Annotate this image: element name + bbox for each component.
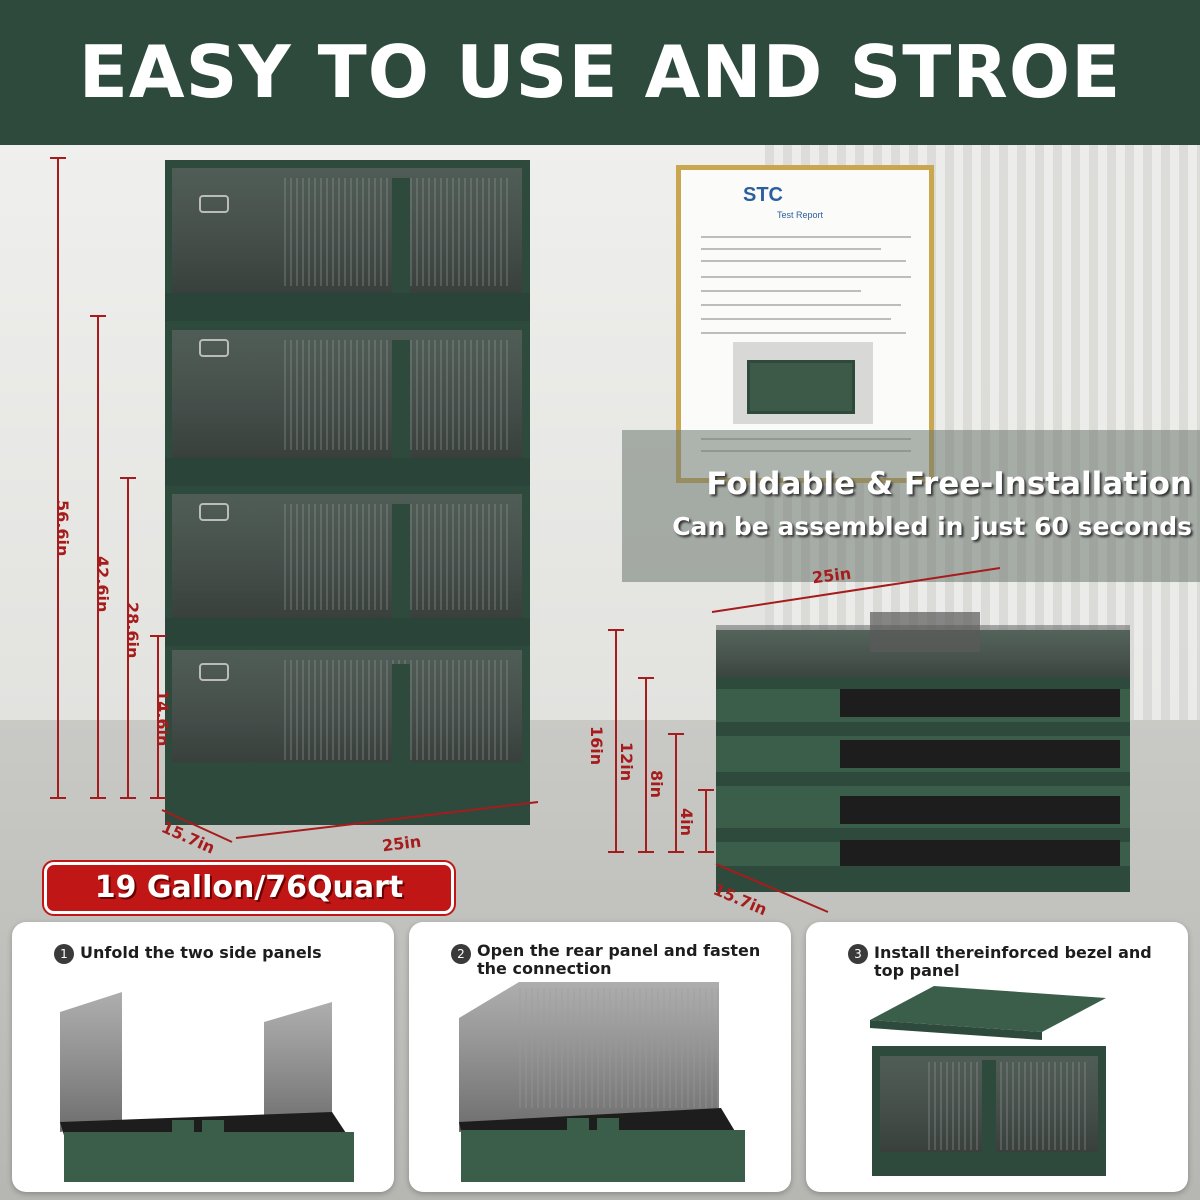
- folded-dimension-lines: [608, 567, 1001, 913]
- step-2-number: 2: [451, 944, 471, 964]
- folded-boxes: [716, 612, 1130, 892]
- step-3-illustration: [870, 986, 1106, 1176]
- step-2-text: Open the rear panel and fasten the conne…: [477, 941, 761, 978]
- folded-height-1-label: 4in: [677, 808, 696, 837]
- folded-height-4-label: 16in: [587, 726, 606, 766]
- capacity-label: 19 Gallon/76Quart: [94, 870, 404, 905]
- step-2-illustration: [459, 982, 745, 1182]
- stack-height-1-label: 14.6in: [153, 690, 172, 747]
- feature-overlay: [622, 430, 1200, 582]
- step-1-illustration: [60, 992, 354, 1182]
- test-report-title: Test Report: [777, 210, 824, 220]
- stc-logo: STC: [743, 184, 783, 206]
- stack-height-2-label: 28.6in: [123, 602, 142, 659]
- folded-height-3-label: 12in: [617, 742, 636, 782]
- stack-height-4-label: 56.6in: [53, 500, 72, 557]
- capacity-badge: 19 Gallon/76Quart: [44, 862, 454, 914]
- feature-subtitle: Can be assembled in just 60 seconds: [672, 512, 1192, 541]
- folded-height-2-label: 8in: [647, 770, 666, 799]
- header-banner: EASY TO USE AND STROE: [0, 0, 1200, 145]
- box-tier-1: [172, 650, 522, 764]
- step-1-text: Unfold the two side panels: [80, 943, 322, 962]
- box-tier-3: [172, 330, 522, 460]
- step-1-number: 1: [54, 944, 74, 964]
- step-3-number: 3: [848, 944, 868, 964]
- stacked-boxes: [165, 160, 530, 825]
- step-card-1: 1 Unfold the two side panels: [12, 922, 394, 1192]
- step-card-2: 2 Open the rear panel and fasten the con…: [409, 922, 791, 1192]
- stack-height-3-label: 42.6in: [93, 556, 112, 613]
- stack-dimension-lines: [50, 157, 539, 843]
- step-card-3: 3 Install thereinforced bezel and top pa…: [806, 922, 1188, 1192]
- feature-title: Foldable & Free-Installation: [706, 466, 1192, 502]
- box-tier-2: [172, 494, 522, 622]
- step-3-text: Install thereinforced bezel and top pane…: [874, 943, 1152, 980]
- page-title: EASY TO USE AND STROE: [78, 30, 1122, 114]
- box-tier-4: [172, 168, 522, 296]
